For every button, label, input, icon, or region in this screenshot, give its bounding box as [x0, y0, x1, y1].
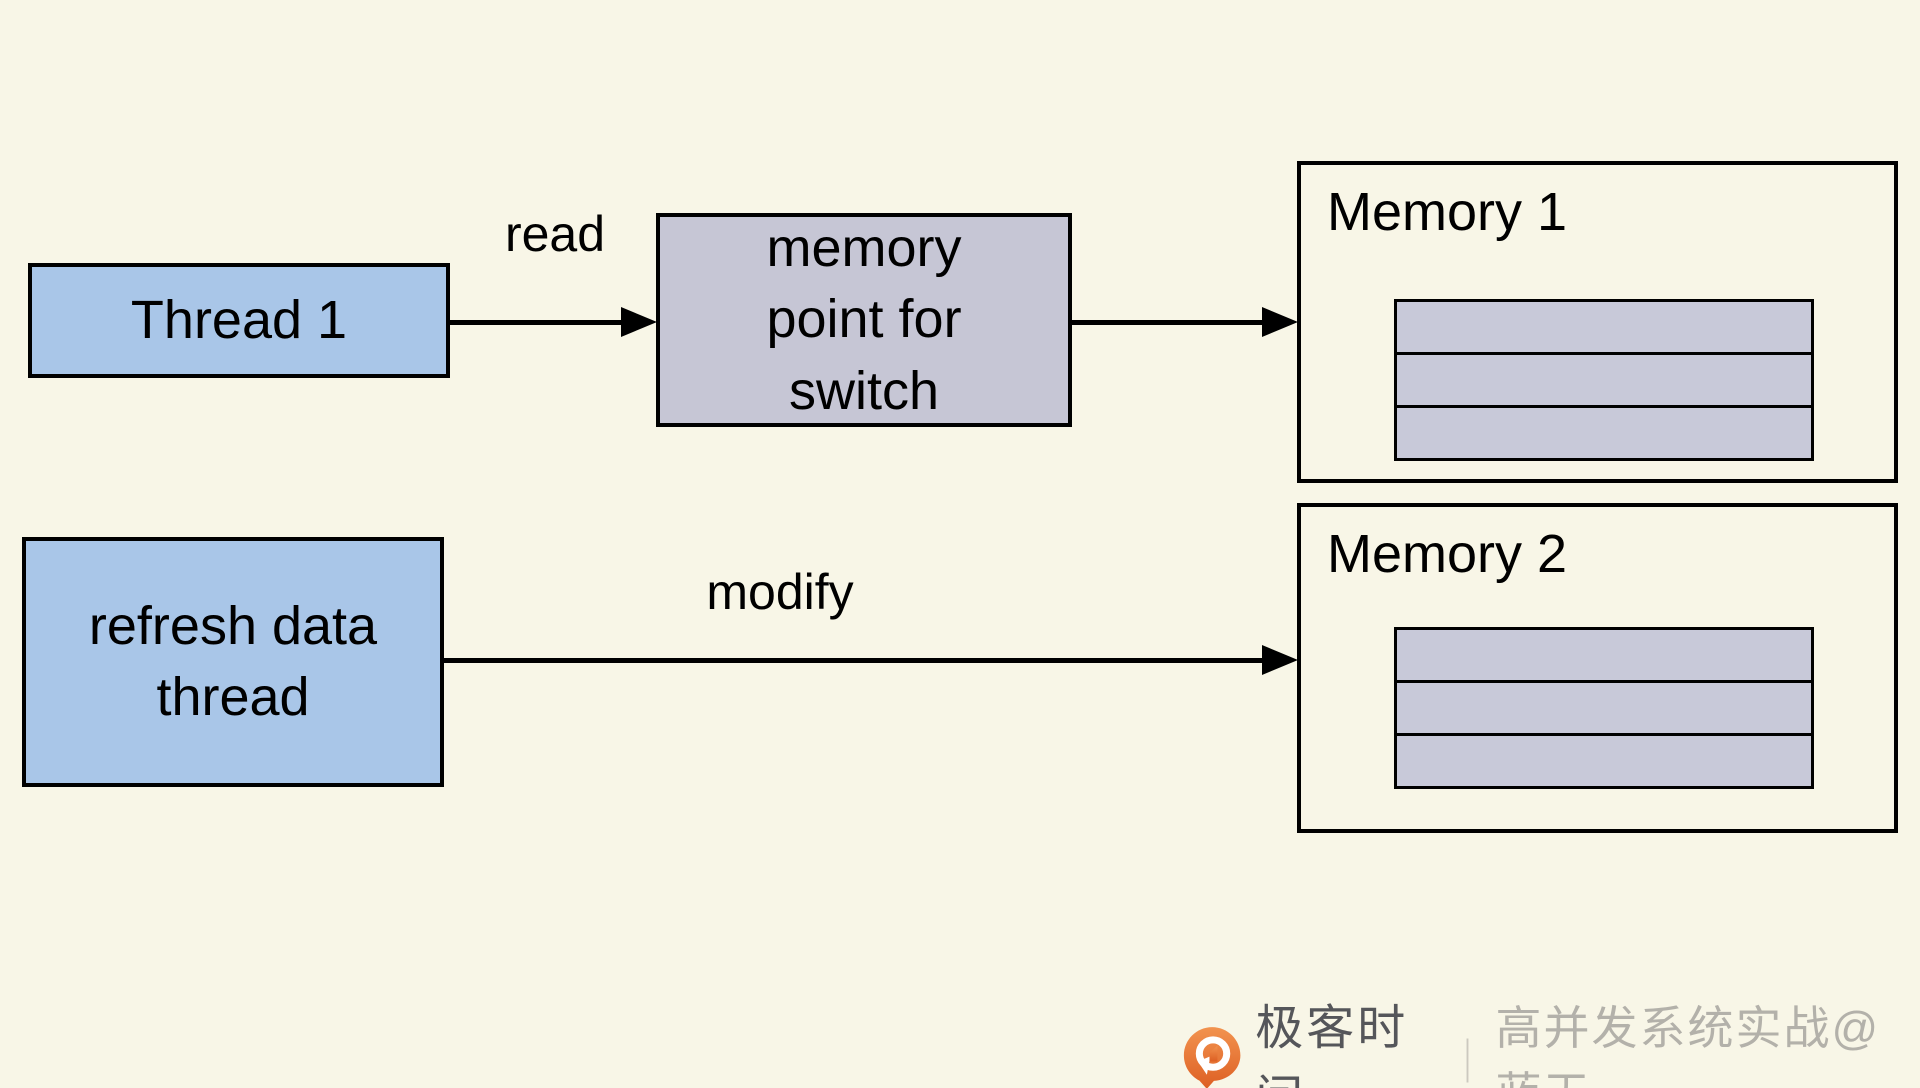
node-thread1: Thread 1 [28, 263, 450, 378]
geektime-logo-icon [1183, 1027, 1241, 1088]
arrow-right-icon [1262, 645, 1298, 675]
node-memory-pointer-line1: memory [766, 218, 962, 279]
node-refresh-thread-line2: thread [156, 667, 310, 727]
arrow-modify [444, 645, 1298, 675]
arrow-pointer-to-memory1-shaft [1072, 319, 1266, 325]
watermark-credit: 高并发系统实战@蓝天 [1495, 1002, 1881, 1088]
node-refresh-thread: refresh data thread [22, 537, 444, 787]
node-memory-pointer-line3: switch [788, 360, 940, 421]
memory-row [1394, 405, 1814, 461]
arrow-read [450, 307, 657, 337]
arrow-pointer-to-memory1 [1072, 307, 1298, 337]
node-memory-pointer: memory point for switch [656, 213, 1072, 427]
arrow-right-icon [1262, 307, 1298, 337]
arrow-right-icon [621, 307, 657, 337]
memory1-rows [1394, 299, 1814, 461]
node-refresh-thread-line1: refresh data [88, 595, 378, 656]
memory-row [1394, 680, 1814, 736]
memory-row [1394, 733, 1814, 789]
watermark-separator: ｜ [1445, 1038, 1490, 1087]
memory-row [1394, 299, 1814, 355]
node-memory-pointer-line2: point for [766, 289, 962, 350]
arrow-modify-shaft [444, 657, 1266, 663]
memory1-title: Memory 1 [1327, 182, 1568, 242]
memory2-title: Memory 2 [1327, 524, 1568, 584]
arrow-read-shaft [450, 319, 625, 325]
memory-row [1394, 627, 1814, 683]
watermark-brand: 极客时间 [1255, 1002, 1409, 1088]
memory2-rows [1394, 627, 1814, 789]
watermark: 极客时间 ｜ 高并发系统实战@蓝天 [1183, 988, 1920, 1088]
memory-row [1394, 352, 1814, 408]
edge-label-modify: modify [706, 564, 854, 620]
node-memory1: Memory 1 [1297, 161, 1898, 483]
node-memory2: Memory 2 [1297, 503, 1898, 833]
edge-label-read: read [504, 206, 606, 262]
node-thread1-label: Thread 1 [130, 289, 348, 350]
